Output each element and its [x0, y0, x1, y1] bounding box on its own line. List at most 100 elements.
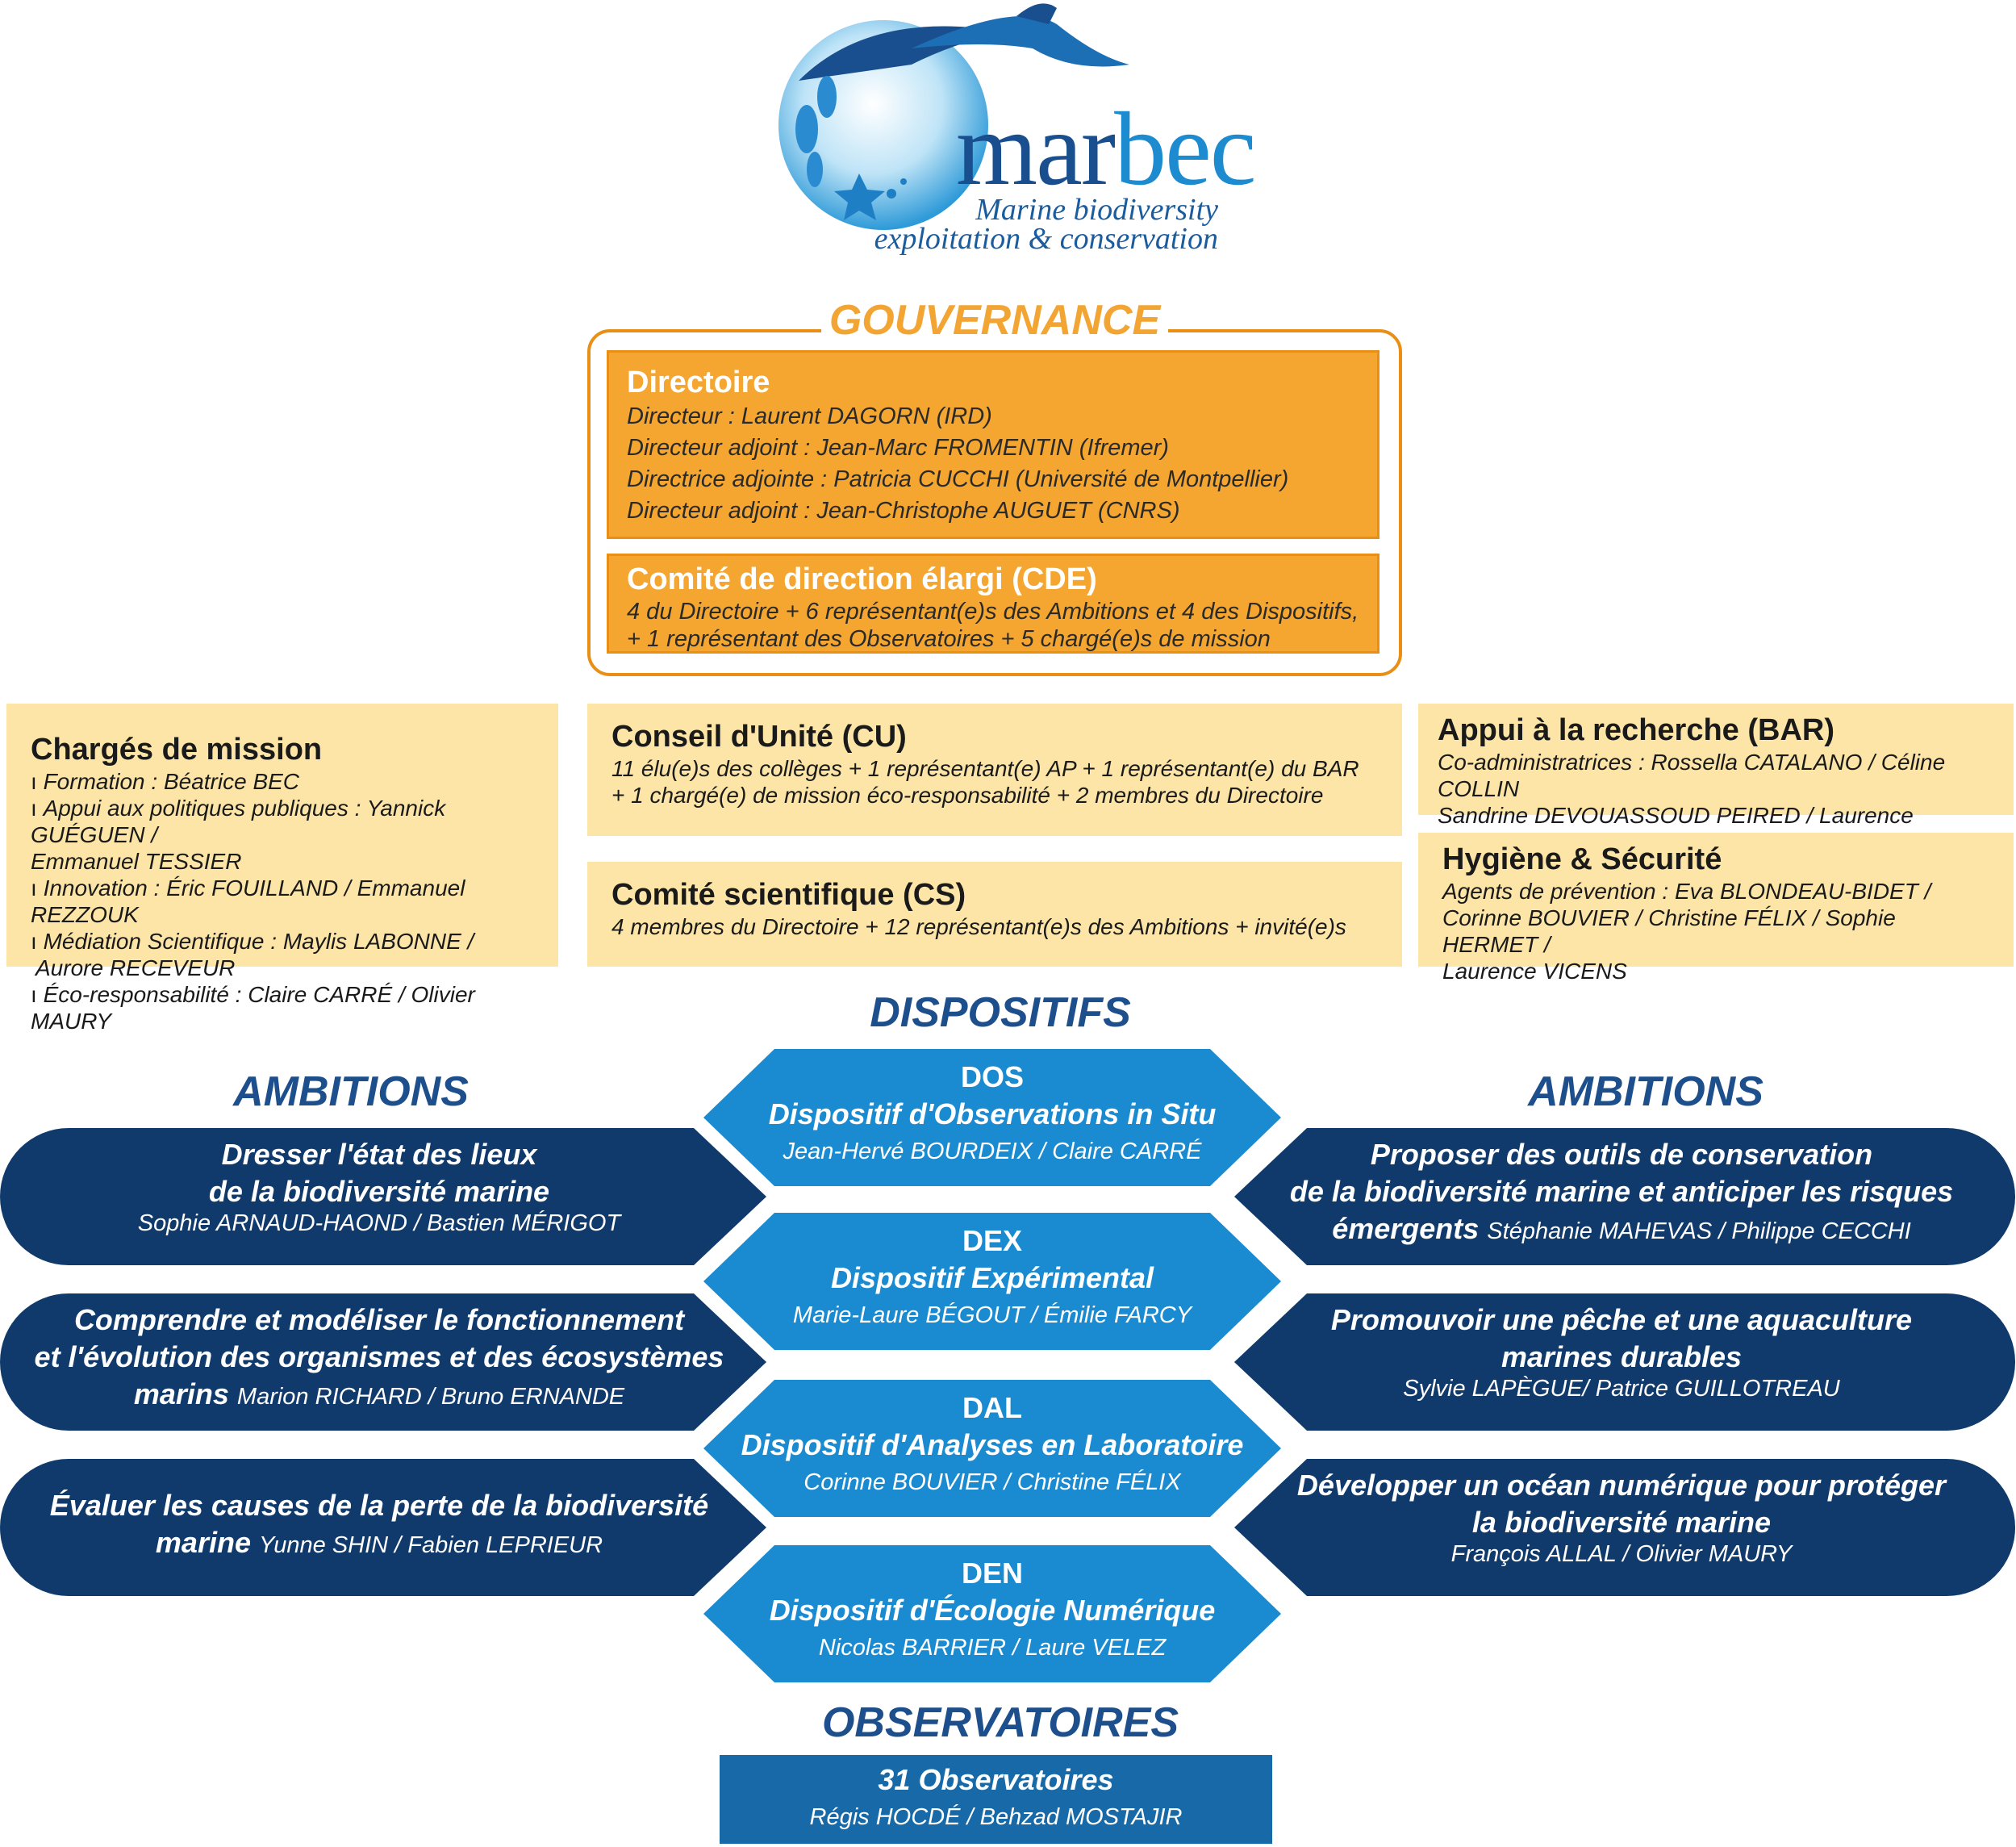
observatoires-box: 31 Observatoires Régis HOCDÉ / Behzad MO…	[720, 1761, 1272, 1836]
ambition-leads: François ALLAL / Olivier MAURY	[1450, 1541, 1793, 1567]
dispositifs-heading: DISPOSITIFS	[870, 989, 1131, 1036]
ambition-leads: Stéphanie MAHEVAS / Philippe CECCHI	[1487, 1218, 1911, 1244]
dispositif-hex-shape	[703, 1213, 1281, 1350]
dispositif-name: Dispositif d'Analyses en Laboratoire	[741, 1428, 1244, 1461]
cde-title: Comité de direction élargi (CDE)	[627, 562, 1097, 596]
comite-scientifique-box: Comité scientifique (CS) 4 membres du Di…	[587, 862, 1402, 967]
hs-line: Corinne BOUVIER / Christine FÉLIX / Soph…	[1442, 905, 1896, 957]
ambition-text: marines durables	[1501, 1340, 1743, 1373]
hs-title: Hygiène & Sécurité	[1442, 842, 1722, 876]
charges-line: Médiation Scientifique : Maylis LABONNE …	[31, 928, 534, 955]
logo-subtitle-2: exploitation & conservation	[874, 222, 1218, 256]
directoire-line: Directeur adjoint : Jean-Christophe AUGU…	[627, 498, 1180, 524]
charges-line: Aurore RECEVEUR	[35, 955, 236, 980]
cde-box: Comité de direction élargi (CDE) 4 du Di…	[607, 554, 1379, 654]
dispositif-leads: Marie-Laure BÉGOUT / Émilie FARCY	[792, 1302, 1192, 1328]
dispositif-leads: Corinne BOUVIER / Christine FÉLIX	[803, 1469, 1181, 1495]
ambition-right-shape	[1234, 1293, 2015, 1431]
dispositif-code: DOS	[960, 1060, 1024, 1093]
ambition-leads: Marion RICHARD / Bruno ERNANDE	[236, 1384, 625, 1410]
gouvernance-heading: GOUVERNANCE	[821, 292, 1168, 349]
directoire-line: Directrice adjointe : Patricia CUCCHI (U…	[627, 466, 1289, 492]
ambition-text: Promouvoir une pêche et une aquaculture	[1330, 1303, 1913, 1336]
ambition-text: Proposer des outils de conservation	[1370, 1138, 1873, 1171]
dispositif-code: DEX	[962, 1224, 1023, 1257]
ambition-left-2: Comprendre et modéliser le fonctionnemen…	[32, 1302, 726, 1415]
ambition-text: la biodiversité marine	[1471, 1506, 1772, 1539]
bar-title: Appui à la recherche (BAR)	[1438, 713, 1834, 747]
dispositif-name: Dispositif d'Écologie Numérique	[769, 1594, 1216, 1627]
charges-line: Éco-responsabilité : Claire CARRÉ / Oliv…	[31, 981, 534, 1034]
bar-line: Co-administratrices : Rossella CATALANO …	[1438, 750, 1946, 801]
ambition-text: Dresser l'état des lieux	[221, 1138, 537, 1171]
cu-line: + 1 chargé(e) de mission éco-responsabil…	[611, 783, 1324, 808]
dispositif-den: DEN Dispositif d'Écologie Numérique Nico…	[703, 1555, 1281, 1666]
ambition-right-2: Promouvoir une pêche et une aquaculture …	[1275, 1302, 1968, 1402]
ambition-left-shape	[0, 1459, 766, 1596]
marbec-logo	[750, 0, 1250, 250]
cs-title: Comité scientifique (CS)	[611, 878, 966, 912]
ambition-right-shape	[1234, 1128, 2015, 1265]
ambition-text: et l'évolution des organismes et des éco…	[34, 1340, 724, 1373]
dispositif-hex-shape	[703, 1545, 1281, 1682]
ambition-leads: Sophie ARNAUD-HAOND / Bastien MÉRIGOT	[137, 1210, 621, 1236]
ambition-leads: Sylvie LAPÈGUE/ Patrice GUILLOTREAU	[1403, 1376, 1840, 1402]
dispositif-dex: DEX Dispositif Expérimental Marie-Laure …	[703, 1222, 1281, 1334]
charges-line: Emmanuel TESSIER	[31, 849, 242, 874]
dispositif-leads: Nicolas BARRIER / Laure VELEZ	[818, 1635, 1167, 1661]
hs-line: Laurence VICENS	[1442, 959, 1627, 984]
ambition-left-3: Évaluer les causes de la perte de la bio…	[32, 1487, 726, 1564]
charges-line: Appui aux politiques publiques : Yannick…	[31, 795, 534, 848]
cu-line: 11 élu(e)s des collèges + 1 représentant…	[611, 756, 1359, 781]
logo-wordmark: marbec	[956, 91, 1257, 207]
conseil-unite-box: Conseil d'Unité (CU) 11 élu(e)s des coll…	[587, 704, 1402, 836]
observatoires-heading: OBSERVATOIRES	[821, 1699, 1179, 1746]
dispositif-name: Dispositif d'Observations in Situ	[768, 1097, 1217, 1130]
observatoires-title: 31 Observatoires	[878, 1763, 1114, 1796]
cu-title: Conseil d'Unité (CU)	[611, 720, 907, 754]
observatoires-leads: Régis HOCDÉ / Behzad MOSTAJIR	[809, 1804, 1183, 1830]
directoire-line: Directeur : Laurent DAGORN (IRD)	[627, 403, 992, 429]
ambitions-right-heading: AMBITIONS	[1528, 1068, 1763, 1115]
cde-line: + 1 représentant des Observatoires + 5 c…	[627, 626, 1271, 652]
hygiene-securite-box: Hygiène & Sécurité Agents de prévention …	[1418, 833, 2014, 984]
ambition-text: marine	[155, 1526, 251, 1559]
observatoires-shape	[720, 1755, 1272, 1844]
dispositif-hex-shape	[703, 1380, 1281, 1517]
dispositif-dos: DOS Dispositif d'Observations in Situ Je…	[703, 1059, 1281, 1170]
ambition-text: Évaluer les causes de la perte de la bio…	[49, 1489, 709, 1522]
ambition-text: Comprendre et modéliser le fonctionnemen…	[73, 1303, 685, 1336]
dispositif-code: DEN	[961, 1557, 1023, 1590]
ambition-left-1: Dresser l'état des lieux de la biodivers…	[32, 1136, 726, 1237]
directoire-line: Directeur adjoint : Jean-Marc FROMENTIN …	[627, 435, 1169, 461]
ambition-text: de la biodiversité marine	[208, 1175, 550, 1208]
marbec-emblem-icon	[778, 3, 1129, 230]
hs-line: Agents de prévention : Eva BLONDEAU-BIDE…	[1442, 879, 1931, 904]
dispositif-leads: Jean-Hervé BOURDEIX / Claire CARRÉ	[783, 1139, 1202, 1164]
charges-line: Formation : Béatrice BEC	[31, 768, 534, 795]
ambition-text: Développer un océan numérique pour proté…	[1296, 1469, 1947, 1502]
ambition-leads: Yunne SHIN / Fabien LEPRIEUR	[259, 1532, 603, 1558]
directoire-box: Directoire Directeur : Laurent DAGORN (I…	[607, 350, 1379, 539]
ambition-text: marins	[133, 1377, 229, 1410]
charges-de-mission-box: Chargés de mission Formation : Béatrice …	[6, 704, 558, 1034]
ambitions-left-heading: AMBITIONS	[233, 1068, 469, 1115]
ambition-left-shape	[0, 1128, 766, 1265]
charges-title: Chargés de mission	[31, 733, 323, 767]
ambition-left-shape	[0, 1293, 766, 1431]
dispositif-name: Dispositif Expérimental	[830, 1261, 1154, 1294]
dispositif-dal: DAL Dispositif d'Analyses en Laboratoire…	[703, 1389, 1281, 1501]
directoire-title: Directoire	[627, 366, 770, 399]
ambition-text: émergents	[1332, 1212, 1480, 1245]
dispositif-code: DAL	[962, 1391, 1022, 1424]
ambition-right-1: Proposer des outils de conservation de l…	[1275, 1136, 1968, 1250]
ambition-right-shape	[1234, 1459, 2015, 1596]
charges-line: Innovation : Éric FOUILLAND / Emmanuel R…	[31, 875, 534, 928]
cde-line: 4 du Directoire + 6 représentant(e)s des…	[627, 599, 1359, 625]
dispositif-hex-shape	[703, 1049, 1281, 1186]
cs-line: 4 membres du Directoire + 12 représentan…	[611, 914, 1346, 939]
ambition-text: de la biodiversité marine et anticiper l…	[1289, 1175, 1954, 1208]
logo-subtitle-1: Marine biodiversity	[975, 193, 1218, 227]
ambition-right-3: Développer un océan numérique pour proté…	[1275, 1467, 1968, 1568]
